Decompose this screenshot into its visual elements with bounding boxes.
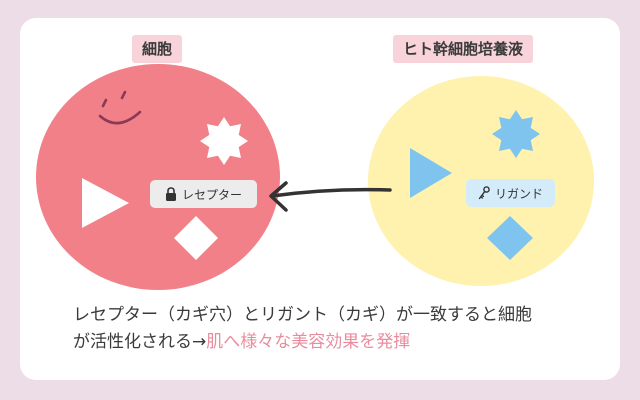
key-icon [478, 186, 490, 200]
star-shape [492, 110, 540, 158]
cell-label: 細胞 [132, 35, 183, 63]
caption-line-2-text: が活性化される→ [73, 332, 207, 352]
lock-icon [165, 187, 176, 201]
cell-circle [36, 64, 280, 290]
ligand-label: リガンド [494, 186, 543, 201]
receptor-badge: レセプター [150, 180, 257, 208]
triangle-shape [82, 178, 129, 228]
caption-line-1: レセプター（カギ穴）とリガント（カギ）が一致すると細胞 [73, 305, 532, 325]
star-shape [200, 117, 248, 165]
stem-cell-medium-label: ヒト幹細胞培養液 [393, 35, 534, 63]
square-shape [487, 216, 533, 260]
ligand-badge: リガンド [466, 179, 555, 207]
arrow-left-icon [269, 181, 392, 212]
caption-line-2: が活性化される→肌へ様々な美容効果を発揮 [73, 329, 593, 356]
explanation-caption: レセプター（カギ穴）とリガント（カギ）が一致すると細胞 が活性化される→肌へ様々… [73, 302, 593, 356]
smiley-face-icon [98, 90, 142, 125]
square-shape [174, 216, 218, 260]
caption-highlight: 肌へ様々な美容効果を発揮 [206, 332, 411, 352]
receptor-label: レセプター [181, 187, 242, 202]
triangle-shape [410, 148, 452, 198]
